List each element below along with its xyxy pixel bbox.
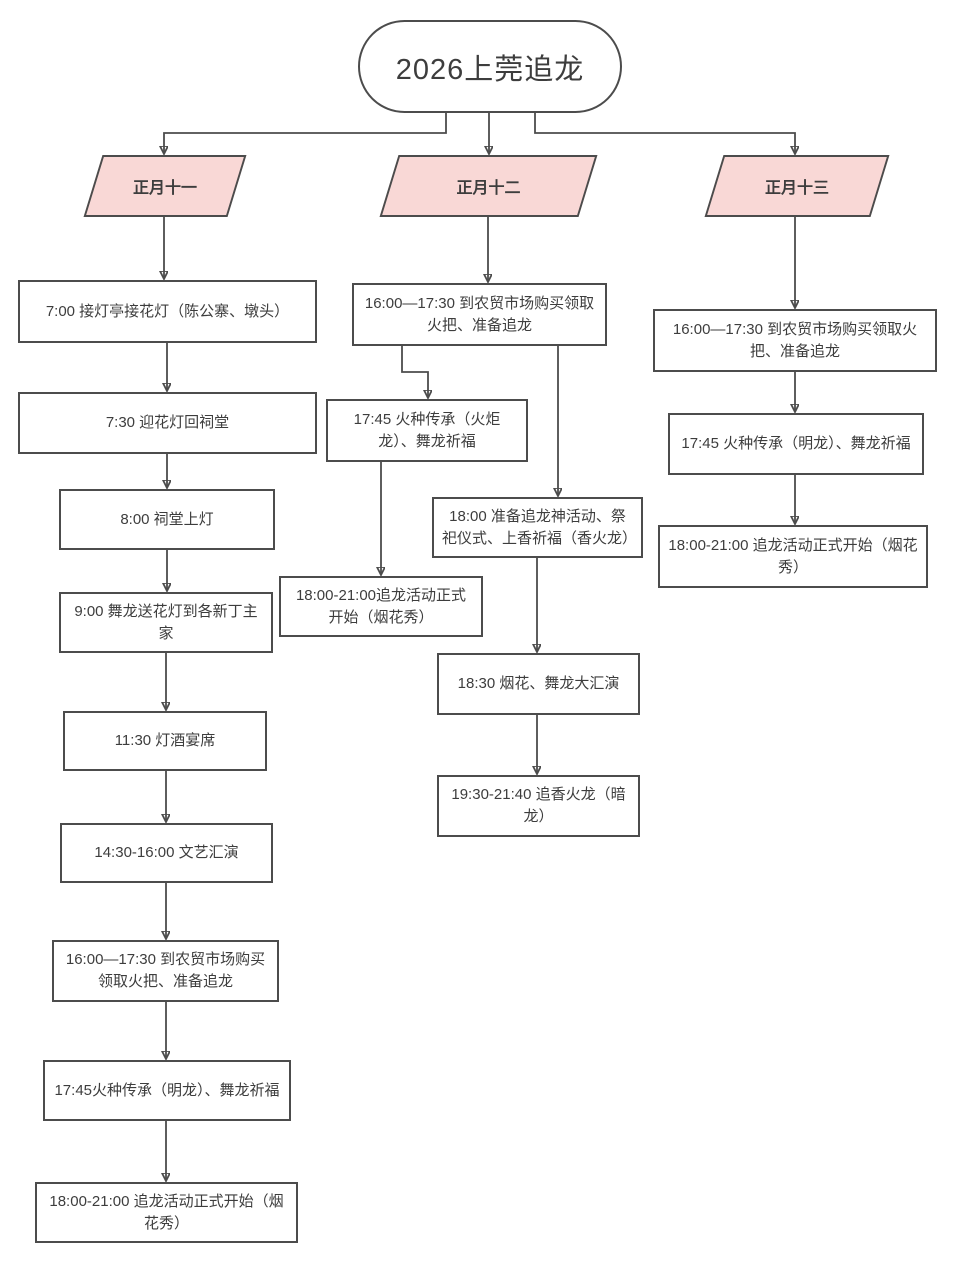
day1-step-8: 17:45火种传承（明龙）、舞龙祈福	[43, 1060, 291, 1121]
day1-step-6: 14:30-16:00 文艺汇演	[60, 823, 273, 883]
day2-step-1: 16:00—17:30 到农贸市场购买领取火把、准备追龙	[352, 283, 607, 346]
flowchart-title-node: 2026上莞追龙	[358, 20, 622, 113]
day2-step-5: 18:30 烟花、舞龙大汇演	[437, 653, 640, 715]
day2-header-label: 正月十二	[456, 180, 521, 197]
day3-step-1: 16:00—17:30 到农贸市场购买领取火把、准备追龙	[653, 309, 937, 372]
day2-step-3: 18:00-21:00追龙活动正式开始（烟花秀）	[279, 576, 483, 637]
flowchart-title: 2026上莞追龙	[395, 53, 585, 86]
day3-step-3: 18:00-21:00 追龙活动正式开始（烟花秀）	[658, 525, 928, 588]
day1-step-9: 18:00-21:00 追龙活动正式开始（烟花秀）	[35, 1182, 298, 1243]
day2-header-node: 正月十二	[379, 155, 598, 217]
day2-step-6: 19:30-21:40 追香火龙（暗龙）	[437, 775, 640, 837]
day2-step-2: 17:45 火种传承（火炬龙）、舞龙祈福	[326, 399, 528, 462]
edge-title-day1	[164, 112, 447, 154]
day1-step-4: 9:00 舞龙送花灯到各新丁主家	[59, 592, 273, 653]
day1-step-7: 16:00—17:30 到农贸市场购买领取火把、准备追龙	[52, 940, 279, 1002]
edge-day2-step1-step2	[401, 346, 428, 398]
day3-header-node: 正月十三	[704, 155, 890, 217]
day1-step-5: 11:30 灯酒宴席	[63, 711, 267, 771]
day3-step-2: 17:45 火种传承（明龙）、舞龙祈福	[668, 413, 924, 475]
day3-header-label: 正月十三	[764, 180, 829, 197]
day1-step-2: 7:30 迎花灯回祠堂	[18, 392, 317, 454]
day1-header-label: 正月十一	[132, 180, 197, 197]
day2-step-4: 18:00 准备追龙神活动、祭祀仪式、上香祈福（香火龙）	[432, 497, 643, 558]
day1-step-3: 8:00 祠堂上灯	[59, 489, 275, 550]
day1-step-1: 7:00 接灯亭接花灯（陈公寨、墩头）	[18, 280, 317, 343]
edge-title-day3	[534, 112, 795, 154]
day1-header-node: 正月十一	[83, 155, 247, 217]
